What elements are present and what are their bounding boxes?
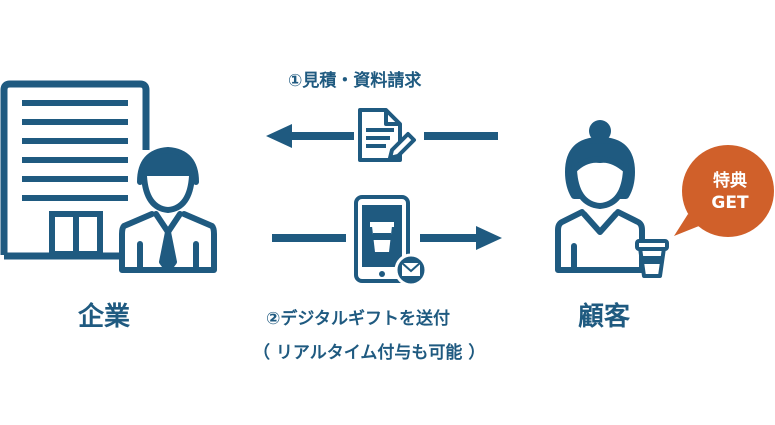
customer-label: 顧客 [578,302,631,332]
smartphone-gift-icon [354,195,410,283]
document-pen-icon [358,108,416,162]
business-person-icon [119,147,217,273]
mail-icon [394,253,428,287]
step2-label: ②デジタルギフトを送付 [266,309,451,329]
step1-label: ①見積・資料請求 [288,71,422,91]
badge-line1: 特典 [713,171,747,191]
arrow-to-company [266,124,498,148]
badge-line2: GET [711,193,749,213]
coffee-cup-icon [635,239,669,278]
office-building-icon [0,80,150,260]
tokuten-badge [674,145,774,237]
arrow-to-customer [272,226,502,250]
customer-person-icon [555,120,645,273]
badge-text: 特典 GET [682,170,775,214]
step2-sublabel: （ リアルタイム付与も可能 ） [253,343,486,363]
company-label: 企業 [78,302,131,332]
